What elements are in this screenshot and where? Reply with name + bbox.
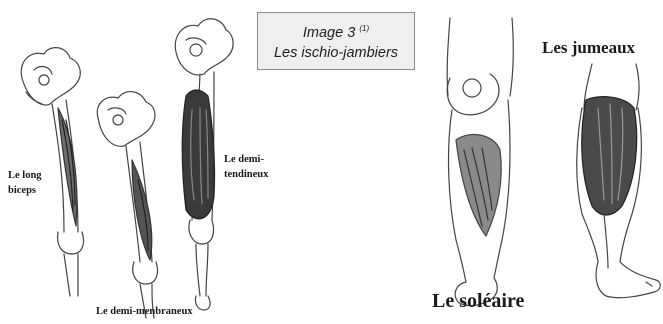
label-jumeaux: Les jumeaux xyxy=(542,38,635,58)
label-demi-tendineux-line2: tendineux xyxy=(224,167,268,182)
caption-title-line: Image 3 (1) xyxy=(258,19,414,43)
caption-reference: (1) xyxy=(359,24,369,33)
label-long-biceps: Le long biceps xyxy=(8,168,42,198)
label-demi-tendineux: Le demi- tendineux xyxy=(224,152,268,182)
label-soleaire: Le soléaire xyxy=(432,290,524,313)
caption-title: Image 3 xyxy=(303,25,355,41)
label-demi-tendineux-line1: Le demi- xyxy=(224,152,268,167)
leg-soleaire xyxy=(447,18,513,306)
leg-demi-membraneux xyxy=(97,92,157,318)
label-demi-membraneux: Le demi-menbraneux xyxy=(96,304,193,319)
leg-jumeaux xyxy=(577,64,661,298)
figure-caption: Image 3 (1) Les ischio-jambiers xyxy=(257,12,415,70)
caption-subtitle: Les ischio-jambiers xyxy=(258,43,414,63)
label-long-biceps-line2: biceps xyxy=(8,183,42,198)
label-long-biceps-line1: Le long xyxy=(8,168,42,183)
